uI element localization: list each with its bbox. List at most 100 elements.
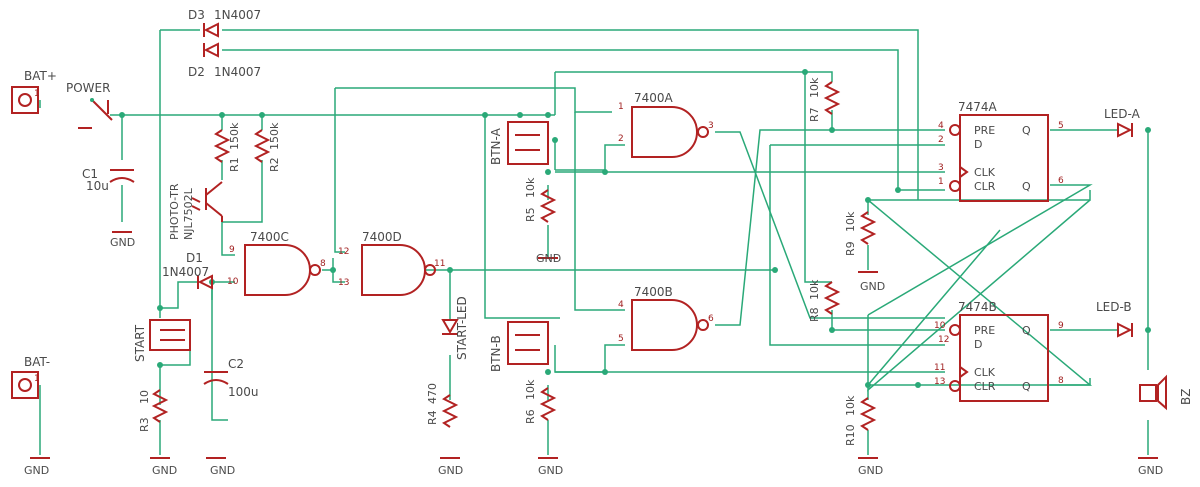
bat-plus-connector: BAT+ 1 <box>11 69 57 114</box>
buzzer: BZ <box>1139 374 1193 411</box>
flipflop-7474a: 7474A PRE D CLK CLR Q Q 4 2 3 1 5 6 <box>938 100 1064 202</box>
r5-label: R5 <box>524 207 537 222</box>
gnd-r4: GND <box>438 457 463 477</box>
svg-text:GND: GND <box>1138 464 1163 477</box>
svg-text:11: 11 <box>934 363 945 373</box>
d3-value: 1N4007 <box>214 8 261 22</box>
r5-value: 10k <box>524 177 537 198</box>
7474a-label: 7474A <box>958 100 998 114</box>
button-b-symbol: BTN-B <box>489 321 549 372</box>
svg-text:GND: GND <box>110 236 135 249</box>
bat-minus-label: BAT- <box>24 355 50 369</box>
svg-text:D: D <box>974 338 982 351</box>
d1-value: 1N4007 <box>162 265 209 279</box>
resistor-r6: R6 10k <box>524 379 557 424</box>
svg-text:5: 5 <box>1058 121 1064 131</box>
photo-label: PHOTO-TR <box>168 183 181 240</box>
svg-text:1: 1 <box>938 177 944 187</box>
capacitor-c2: C2 100u <box>203 357 259 399</box>
svg-text:12: 12 <box>938 335 949 345</box>
r4-value: 470 <box>426 383 439 404</box>
nand-gate-7400a: 7400A 1 2 3 <box>618 91 714 158</box>
gnd-c1: GND <box>110 231 135 249</box>
7400a-label: 7400A <box>634 91 674 105</box>
svg-text:12: 12 <box>338 247 349 257</box>
resistor-r10: R10 10k <box>844 395 877 446</box>
svg-text:GND: GND <box>210 464 235 477</box>
nand-gate-7400c: 7400C 9 10 8 <box>227 230 326 296</box>
svg-text:3: 3 <box>708 121 714 131</box>
r4-label: R4 <box>426 410 439 425</box>
gnd-bat: GND <box>24 457 50 477</box>
led-a: LED-A <box>1104 107 1141 138</box>
svg-text:Q: Q <box>1022 124 1031 137</box>
junctions <box>119 69 1151 388</box>
svg-text:1: 1 <box>34 89 40 99</box>
power-switch: POWER <box>66 81 113 129</box>
c1-value: 10u <box>86 179 109 193</box>
svg-text:4: 4 <box>618 300 624 310</box>
btn-b-label: BTN-B <box>489 335 503 372</box>
start-button-symbol: START <box>133 319 191 362</box>
svg-text:3: 3 <box>938 163 944 173</box>
resistor-r9: R9 10k <box>844 211 877 256</box>
gnd-r9: GND <box>858 271 885 293</box>
flipflop-7474b: 7474B PRE D CLK CLR Q Q 10 12 11 13 9 8 <box>934 300 1064 402</box>
resistor-r1: R1 150k <box>213 122 241 172</box>
resistor-r8: R8 10k <box>808 279 841 322</box>
d2-label: D2 <box>188 65 205 79</box>
svg-text:1: 1 <box>34 374 40 384</box>
button-a-symbol: BTN-A <box>489 121 549 165</box>
svg-text:CLR: CLR <box>974 180 996 193</box>
resistor-r2: R2 150k <box>253 122 281 172</box>
svg-text:10: 10 <box>227 277 239 287</box>
svg-text:4: 4 <box>938 121 944 131</box>
gnd-r6: GND <box>538 457 563 477</box>
resistor-r4: R4 470 <box>426 383 459 428</box>
svg-text:PRE: PRE <box>974 124 995 137</box>
svg-text:10: 10 <box>934 321 946 331</box>
r7-value: 10k <box>808 77 821 98</box>
phototransistor: PHOTO-TR NJL7502L <box>168 181 223 240</box>
gnd-bz: GND <box>1138 457 1163 477</box>
svg-text:GND: GND <box>538 464 563 477</box>
svg-text:CLK: CLK <box>974 166 996 179</box>
7474b-label: 7474B <box>958 300 997 314</box>
svg-text:2: 2 <box>938 135 944 145</box>
d3-label: D3 <box>188 8 205 22</box>
svg-text:D: D <box>974 138 982 151</box>
svg-text:8: 8 <box>320 259 326 269</box>
r10-value: 10k <box>844 395 857 416</box>
svg-text:6: 6 <box>708 314 714 324</box>
bz-label: BZ <box>1179 389 1193 405</box>
diode-d1: D1 1N4007 <box>162 251 213 290</box>
r1-label: R1 <box>228 157 241 172</box>
bat-plus-label: BAT+ <box>24 69 57 83</box>
r3-value: 10 <box>138 390 151 404</box>
d1-label: D1 <box>186 251 203 265</box>
resistor-r7: R7 10k <box>808 77 841 122</box>
gnd-r10: GND <box>858 457 883 477</box>
gnd-r5: GND <box>536 252 561 265</box>
r10-label: R10 <box>844 424 857 446</box>
svg-text:PRE: PRE <box>974 324 995 337</box>
svg-text:9: 9 <box>1058 321 1064 331</box>
r2-label: R2 <box>268 157 281 172</box>
svg-text:GND: GND <box>536 252 561 265</box>
bat-minus-connector: BAT- 1 <box>11 355 50 399</box>
svg-text:CLK: CLK <box>974 366 996 379</box>
start-led-label: START-LED <box>455 296 469 360</box>
svg-text:9: 9 <box>229 245 235 255</box>
diode-d3: D3 1N4007 <box>188 8 261 38</box>
r8-label: R8 <box>808 307 821 322</box>
led-b-label: LED-B <box>1096 300 1132 314</box>
svg-text:11: 11 <box>434 259 445 269</box>
svg-text:8: 8 <box>1058 376 1064 386</box>
r6-value: 10k <box>524 379 537 400</box>
nand-gate-7400b: 7400B 4 5 6 <box>618 285 714 351</box>
c2-label: C2 <box>228 357 244 371</box>
resistor-r3: R3 10 <box>138 389 169 432</box>
power-label: POWER <box>66 81 110 95</box>
r7-label: R7 <box>808 107 821 122</box>
